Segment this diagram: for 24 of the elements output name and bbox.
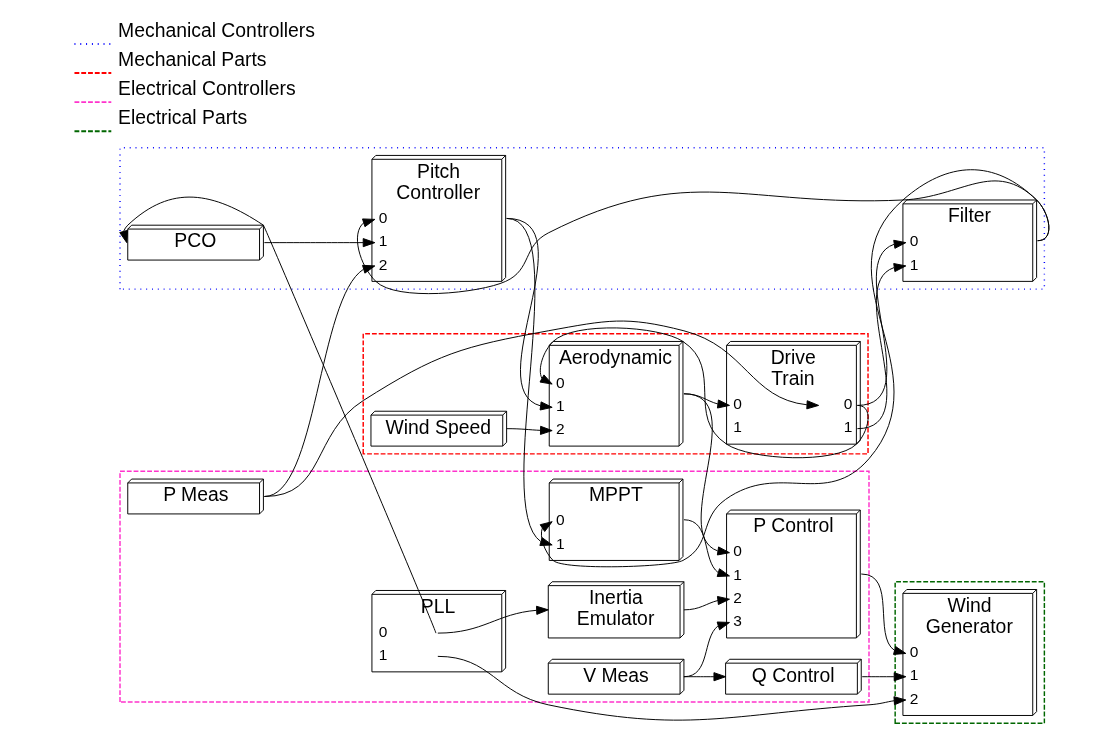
arrow xyxy=(682,595,730,611)
cluster xyxy=(362,333,869,455)
arrow xyxy=(505,425,553,435)
arrow xyxy=(682,519,730,578)
arrow xyxy=(861,672,906,682)
arrow xyxy=(682,621,730,678)
arrow xyxy=(856,263,906,430)
arrow xyxy=(682,393,730,556)
legend-label: Mechanical Parts xyxy=(117,48,267,71)
arrow xyxy=(539,327,869,459)
arrow xyxy=(860,573,906,655)
arrow xyxy=(505,217,553,546)
arrow xyxy=(118,196,436,634)
arrow xyxy=(436,605,549,634)
cluster xyxy=(118,470,870,703)
arrow xyxy=(263,238,375,248)
legend-label: Electrical Controllers xyxy=(117,77,296,100)
arrow xyxy=(263,320,819,497)
arrow xyxy=(856,239,906,406)
legend-label: Electrical Parts xyxy=(117,106,247,129)
arrow xyxy=(436,655,906,721)
arrow xyxy=(682,672,726,682)
legend-label: Mechanical Controllers xyxy=(117,19,315,42)
arrow xyxy=(539,169,1049,568)
